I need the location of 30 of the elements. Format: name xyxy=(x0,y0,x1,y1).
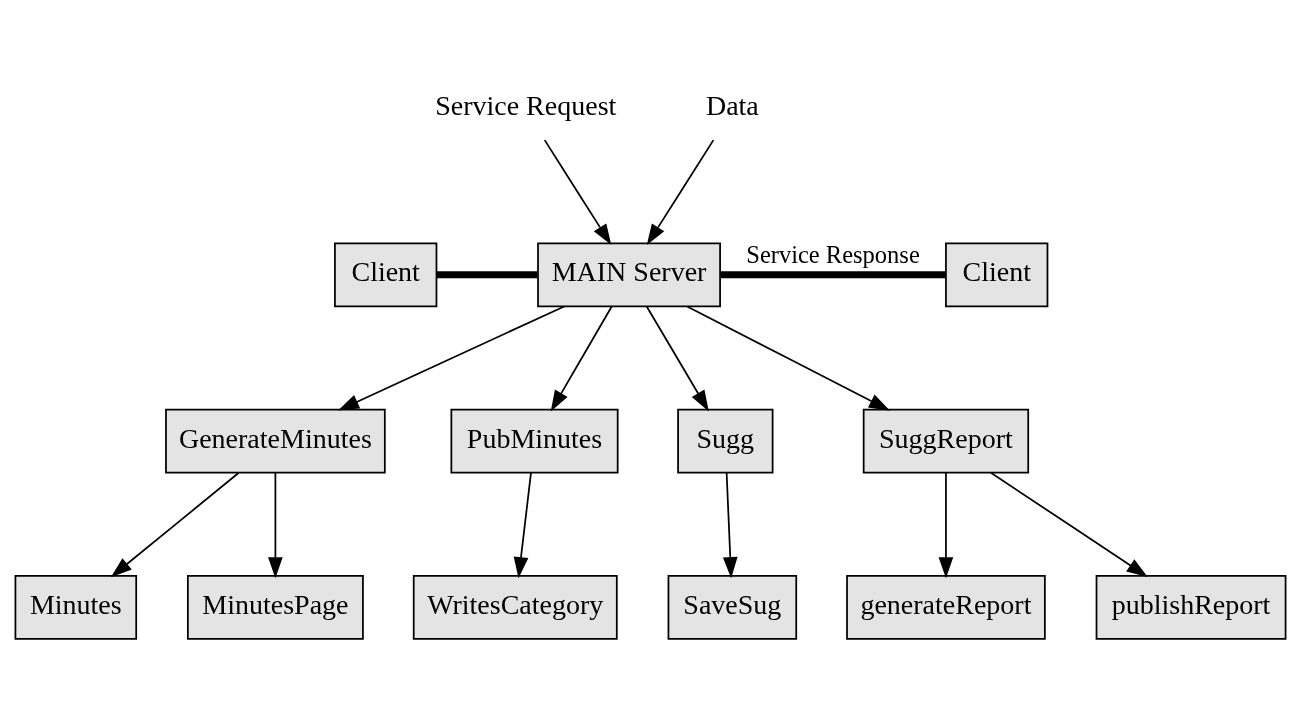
node-box: Sugg xyxy=(677,408,774,474)
arrow xyxy=(646,138,715,245)
node-box: PubMinutes xyxy=(450,408,619,474)
node-box: GenerateMinutes xyxy=(165,408,386,474)
arrow xyxy=(938,471,954,578)
node-box: MAIN Server xyxy=(537,241,721,307)
arrow xyxy=(645,305,709,411)
node-box: Minutes xyxy=(14,574,138,640)
node-box: SaveSug xyxy=(667,574,798,640)
connector xyxy=(720,270,946,278)
arrow xyxy=(543,138,612,245)
connector xyxy=(436,270,538,278)
arrow xyxy=(990,471,1148,577)
arrow xyxy=(513,471,532,578)
node-text: Service Request xyxy=(435,89,617,121)
node-box: generateReport xyxy=(846,574,1046,640)
node-text: Data xyxy=(705,89,759,121)
node-box: Client xyxy=(334,241,438,307)
edge-label: Service Response xyxy=(746,240,920,268)
node-box: WritesCategory xyxy=(412,574,618,640)
node-box: Client xyxy=(945,241,1049,307)
arrow xyxy=(268,471,283,578)
arrow xyxy=(110,471,240,577)
arrow xyxy=(686,305,890,411)
node-box: SuggReport xyxy=(862,408,1030,474)
arrow xyxy=(550,305,613,411)
node-box: MinutesPage xyxy=(187,574,364,640)
arrow xyxy=(722,471,738,578)
arrow xyxy=(338,305,566,411)
node-box: publishReport xyxy=(1095,574,1287,640)
